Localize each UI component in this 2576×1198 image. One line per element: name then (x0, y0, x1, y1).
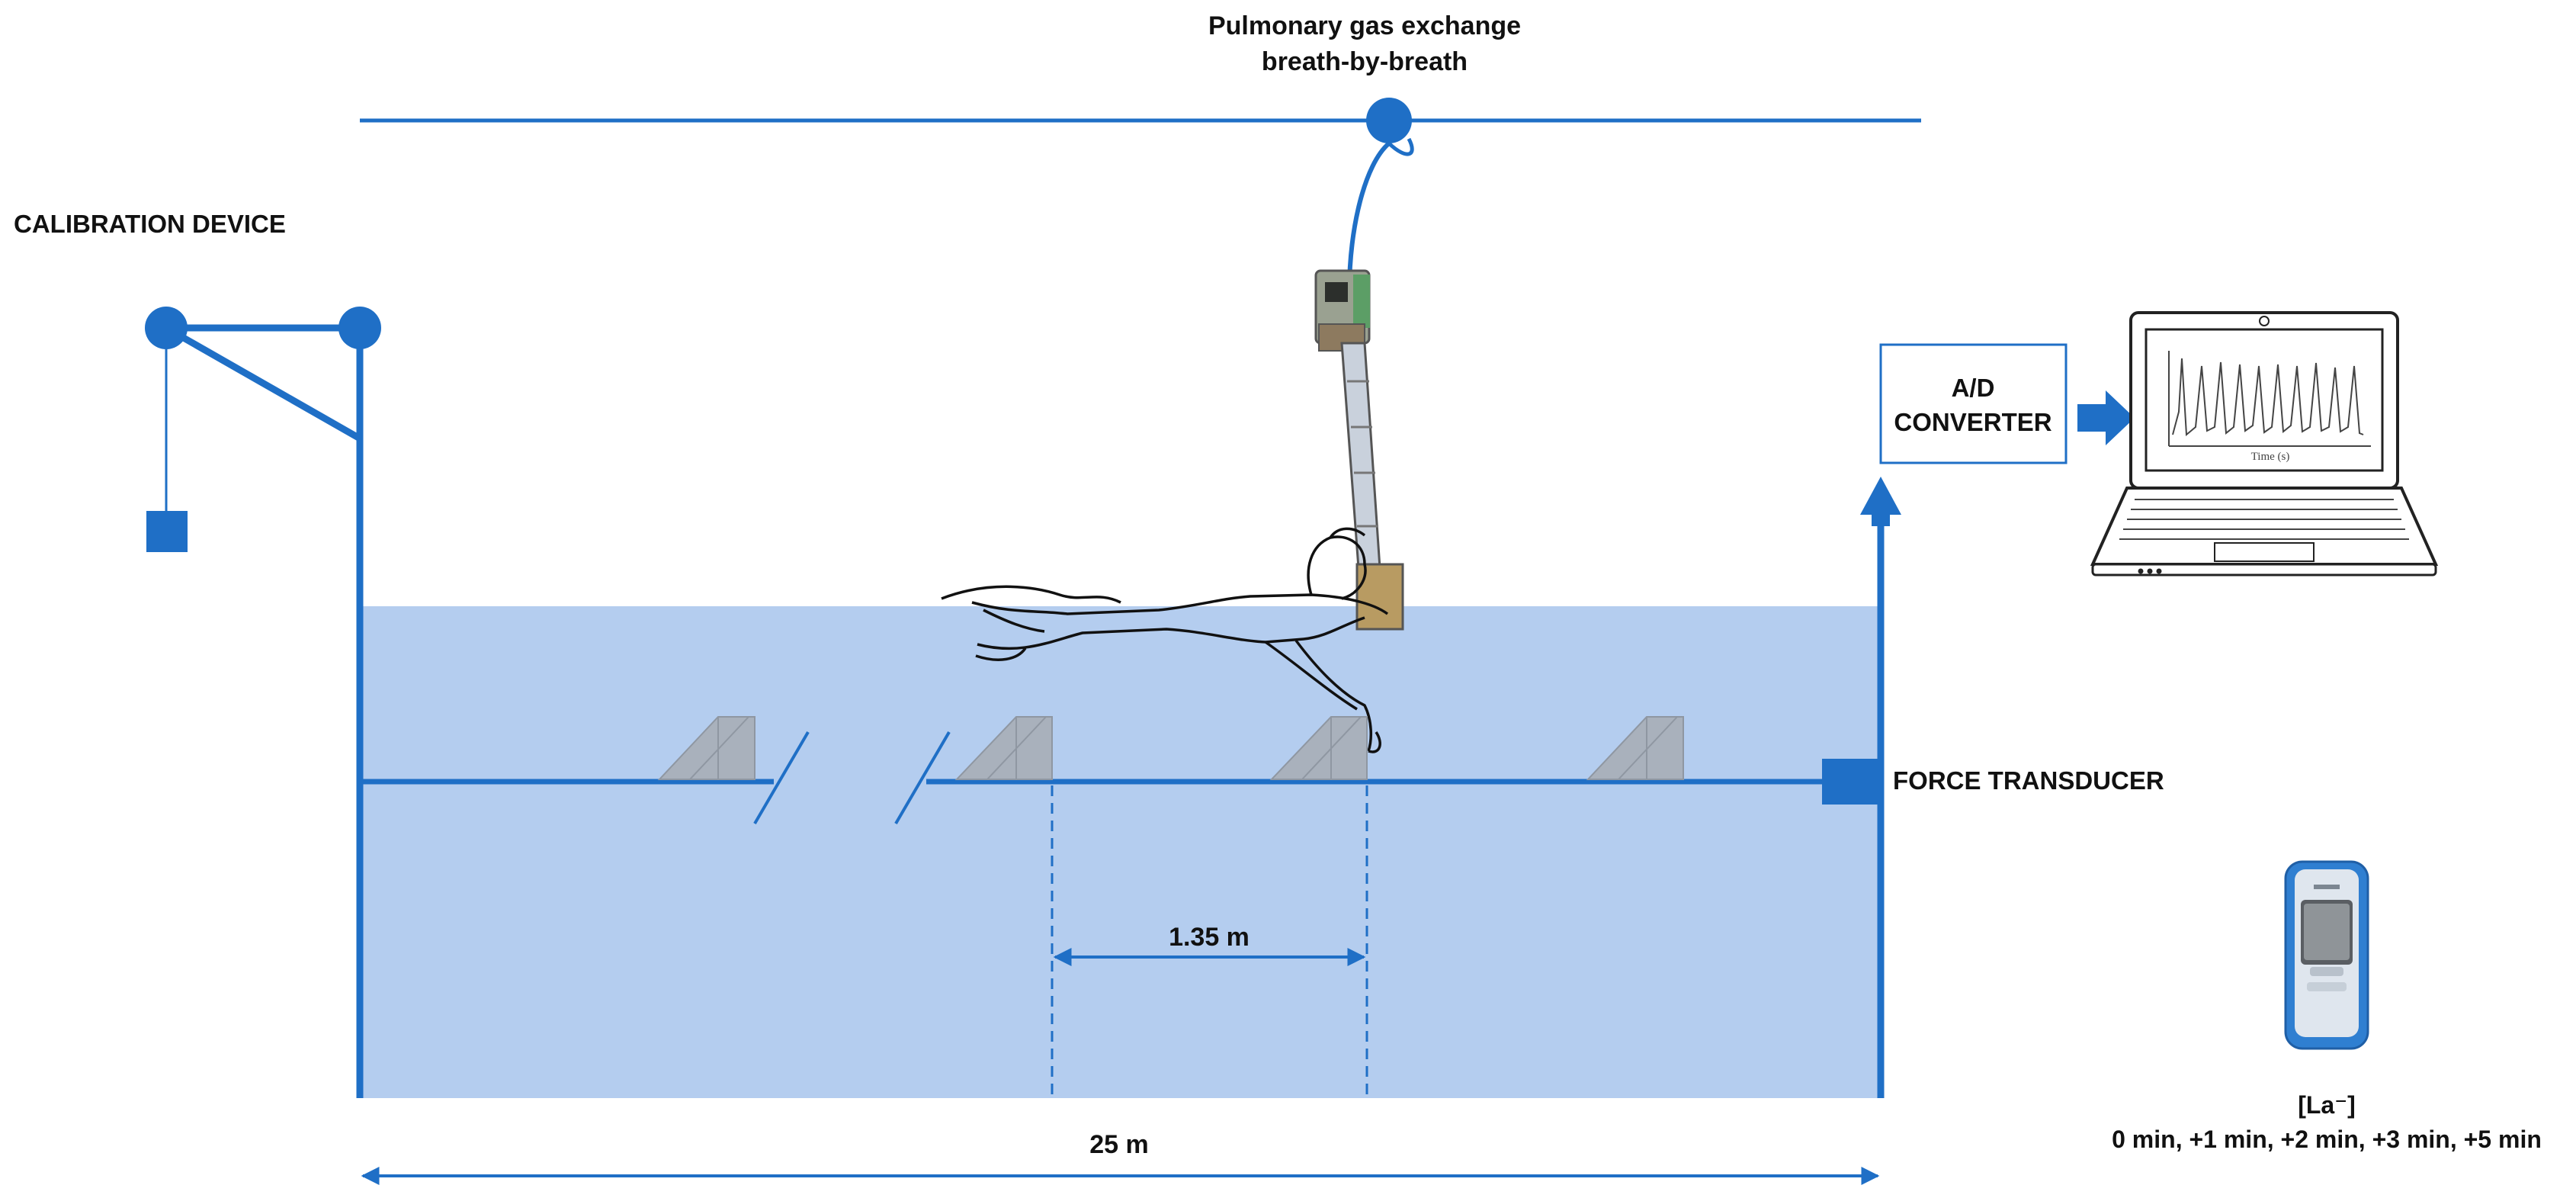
ad-converter-label-line2: CONVERTER (1894, 408, 2051, 436)
lactate-meter-icon (2284, 860, 2369, 1050)
distance-pool-label: 25 m (1089, 1130, 1149, 1159)
pulmonary-label-line1: Pulmonary gas exchange (1208, 11, 1521, 40)
calibration-device (145, 307, 381, 1098)
pulmonary-label-line2: breath-by-breath (1262, 47, 1468, 76)
up-arrow-icon (1860, 477, 1901, 515)
distance-short-label: 1.35 m (1169, 923, 1250, 952)
swimmer-figure (941, 527, 1389, 753)
pool-water (360, 606, 1881, 1098)
lactate-label: [La⁻] (2298, 1091, 2356, 1119)
marker-2 (954, 716, 1053, 780)
gas-analyzer (1314, 269, 1371, 352)
calibration-weight (146, 511, 188, 552)
marker-4 (1586, 716, 1684, 780)
marker-3 (1269, 716, 1368, 780)
break-mark-left (753, 731, 810, 825)
right-arrow-icon (2077, 390, 2135, 445)
gas-cable (1347, 141, 1391, 291)
gas-cable-loop (1387, 137, 1414, 156)
laptop-icon: Time (s) (2090, 311, 2439, 577)
ad-converter-label-line1: A/D (1952, 374, 1995, 402)
overhead-pulley (1366, 98, 1412, 143)
force-transducer-block (1822, 759, 1879, 805)
snorkel-tube (1340, 342, 1404, 631)
calibration-label: CALIBRATION DEVICE (14, 210, 286, 238)
force-transducer-label: FORCE TRANSDUCER (1893, 766, 2164, 795)
break-mark-right (894, 731, 951, 825)
marker-1 (657, 716, 755, 780)
lactate-times-label: 0 min, +1 min, +2 min, +3 min, +5 min (2112, 1126, 2542, 1153)
ad-converter-box (1879, 343, 2068, 464)
force-trace (2172, 358, 2364, 437)
screen-axis-label: Time (s) (2251, 451, 2290, 463)
